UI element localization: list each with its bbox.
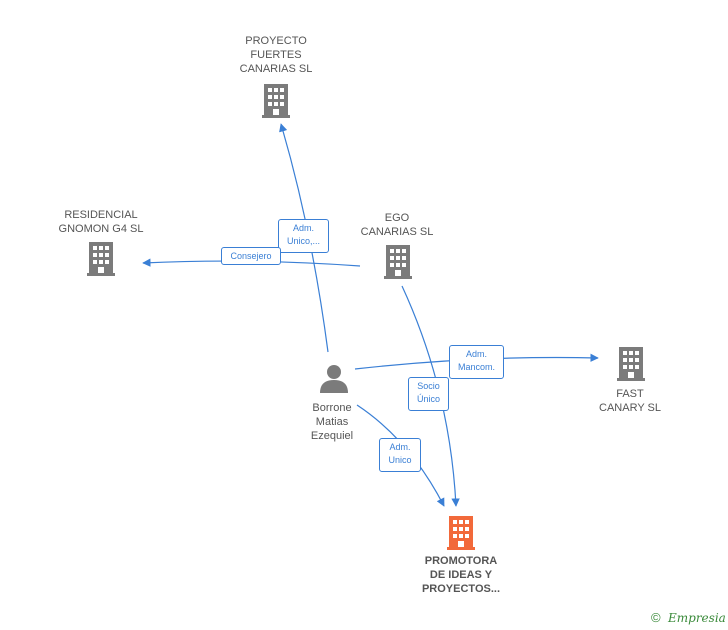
edge-label-consejero[interactable]: Consejero xyxy=(221,247,281,265)
building-icon xyxy=(87,242,115,276)
copyright-icon: © xyxy=(651,610,661,625)
person-icon xyxy=(320,365,348,393)
node-label-fast-canary[interactable]: FAST CANARY SL xyxy=(599,388,661,414)
node-label-proyecto-fuertes-canarias[interactable]: PROYECTO FUERTES CANARIAS SL xyxy=(239,35,313,75)
building-icon xyxy=(262,84,290,118)
building-icon xyxy=(384,245,412,279)
node-label-borrone-matias[interactable]: Borrone Matias Ezequiel xyxy=(310,402,354,442)
edge-label-adm-mancom[interactable]: Adm. Mancom. xyxy=(449,345,504,379)
edge-label-socio-unico[interactable]: Socio Único xyxy=(408,377,449,411)
edge-label-adm-unico-proyecto[interactable]: Adm. Unico,... xyxy=(278,219,329,253)
node-label-ego-canarias[interactable]: EGO CANARIAS SL xyxy=(360,212,434,238)
brand-logo[interactable]: Empresia xyxy=(668,611,726,625)
edge-label-adm-unico[interactable]: Adm. Unico xyxy=(379,438,421,472)
building-icon xyxy=(617,347,645,381)
node-label-promotora[interactable]: PROMOTORA DE IDEAS Y PROYECTOS... xyxy=(421,555,501,595)
node-label-residencial-gnomon[interactable]: RESIDENCIAL GNOMON G4 SL xyxy=(58,209,144,235)
building-icon xyxy=(447,516,475,550)
